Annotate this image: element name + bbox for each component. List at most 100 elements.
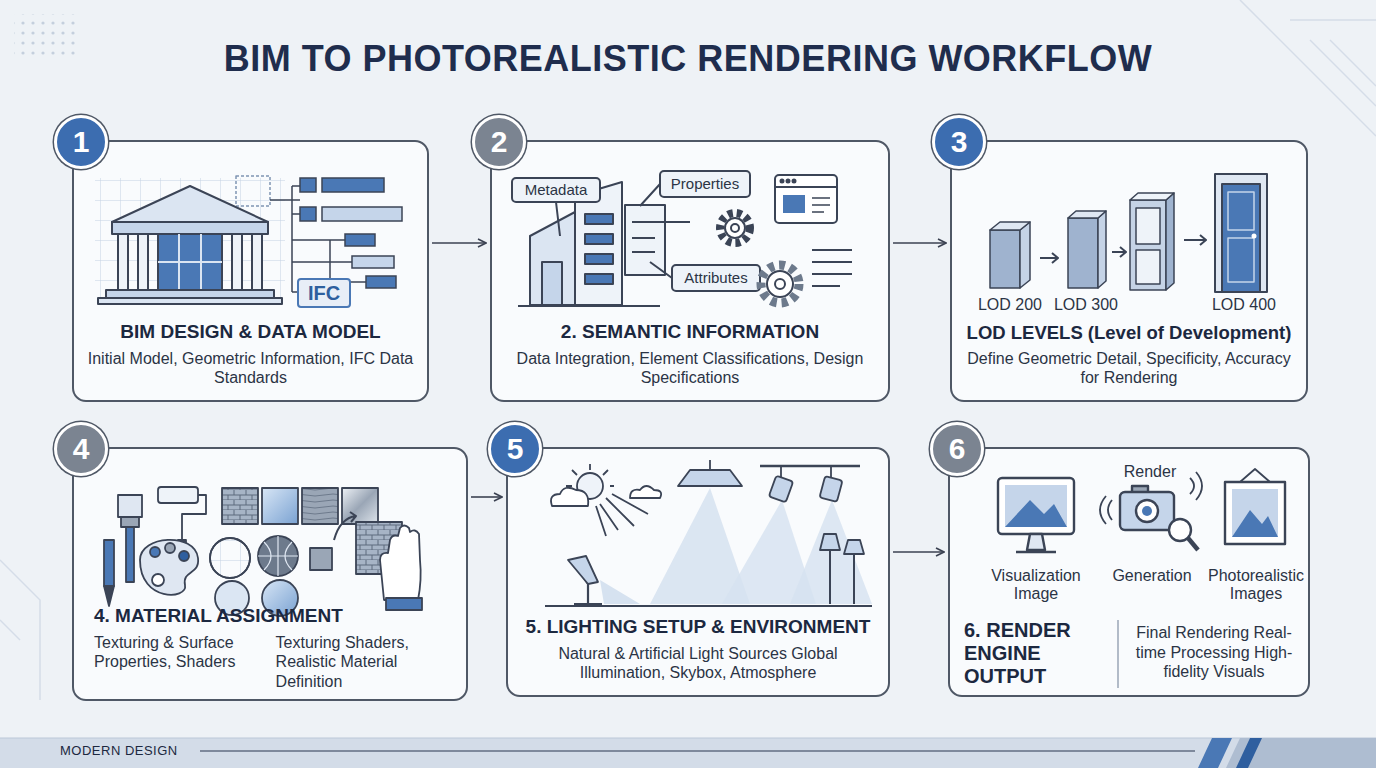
- step-body: Texturing Shaders, Realistic Material De…: [276, 633, 450, 692]
- material-tools-icon: [258, 536, 298, 576]
- bim-building-icon: [112, 186, 268, 222]
- step-number-circle: 6: [930, 422, 984, 476]
- semantic-building-icon: [660, 171, 750, 197]
- diagram-title: BIM TO PHOTOREALISTIC RENDERING WORKFLOW: [224, 38, 1153, 80]
- part-label: Generation: [1104, 567, 1200, 585]
- data-tree-icon: [352, 256, 394, 268]
- render-output-icons: [1117, 620, 1119, 688]
- material-tools-icon: [380, 526, 421, 601]
- bim-building-icon: [158, 234, 222, 290]
- bim-building-icon: [106, 290, 274, 298]
- window-icon: [793, 180, 796, 183]
- step-number: 2: [491, 127, 508, 157]
- semantic-building-icon: [518, 305, 660, 307]
- render-output-icons: [1232, 489, 1278, 537]
- part-label: Photorealistic Images: [1197, 567, 1315, 604]
- lod-blocks: [1040, 235, 1206, 263]
- material-tools-icon: [126, 527, 134, 582]
- render-output-icons: [998, 478, 1074, 534]
- bim-building-icon: [158, 234, 222, 290]
- bim-building-icon: [95, 178, 285, 300]
- lighting-icon: [600, 580, 640, 604]
- material-tools-icon: [152, 574, 164, 586]
- lighting-icon: [678, 470, 742, 486]
- semantic-building-icon: [585, 254, 613, 264]
- step-heading: 4. MATERIAL ASSIGNMENT: [94, 605, 450, 627]
- step-text: LOD LEVELS (Level of Development)Define …: [964, 322, 1294, 388]
- lod-blocks: [1020, 222, 1030, 288]
- gear-icon: [761, 265, 799, 303]
- material-tools-icon: [165, 543, 175, 553]
- gear-icon: [720, 213, 750, 243]
- background-decoration: [1236, 738, 1262, 768]
- gear-icon: [731, 224, 739, 232]
- render-output-icons: [1225, 482, 1285, 544]
- part-label: IFC: [294, 282, 354, 305]
- step-body: Initial Model, Geometric Information, IF…: [86, 349, 415, 388]
- flow-arrow: [432, 242, 486, 244]
- bim-building-icon: [252, 234, 262, 290]
- window-icon: [781, 180, 784, 183]
- window-icon: [812, 250, 852, 286]
- material-tools-icon: [310, 548, 332, 570]
- lod-blocks: [1130, 193, 1174, 200]
- semantic-building-icon: [585, 234, 613, 244]
- lod-blocks: [1136, 250, 1160, 284]
- render-output-icons: [1169, 519, 1191, 541]
- material-tools-icon: [258, 536, 298, 576]
- bim-building-icon: [232, 234, 242, 290]
- render-output-icons: [1005, 485, 1067, 527]
- lighting-icon: [780, 466, 782, 478]
- part-label: Render: [1110, 463, 1190, 481]
- material-tools-icon: [104, 540, 114, 586]
- material-tools-icon: [215, 581, 249, 615]
- lod-blocks: [1136, 208, 1160, 244]
- material-tools-icon: [179, 551, 189, 561]
- step-heading: BIM DESIGN & DATA MODEL: [86, 321, 415, 343]
- material-tools-icon: [262, 488, 298, 524]
- lighting-icon: [769, 476, 793, 503]
- flow-arrow: [471, 496, 502, 498]
- background-decoration: [0, 560, 40, 700]
- step-text: 2. SEMANTIC INFORMATIONData Integration,…: [504, 321, 876, 388]
- part-label: Attributes: [673, 269, 759, 286]
- lighting-icon: [709, 460, 711, 470]
- step-body-wrap: Final Rendering Real-time Processing Hig…: [1126, 623, 1302, 682]
- flow-arrow: [893, 551, 944, 553]
- footer-label: MODERN DESIGN: [60, 744, 360, 759]
- data-tree-icon: [270, 178, 402, 307]
- semantic-building-icon: [542, 262, 562, 305]
- material-tools-icon: [140, 540, 198, 595]
- material-tools-icon: [386, 598, 422, 610]
- background-decoration: [200, 750, 1195, 751]
- lighting-icon: [545, 460, 872, 606]
- window-icon: [775, 175, 837, 223]
- lod-blocks: [1068, 218, 1098, 288]
- step-number: 5: [507, 434, 524, 464]
- lod-blocks: [990, 174, 1267, 292]
- step-text: BIM DESIGN & DATA MODEL Initial Model, Ge…: [86, 321, 415, 388]
- bim-building-icon: [112, 222, 268, 234]
- part-label: LOD 300: [1048, 296, 1124, 314]
- gear-icon: [720, 213, 799, 303]
- step-heading: 5. LIGHTING SETUP & ENVIRONMENT: [520, 616, 876, 638]
- step-text: 5. LIGHTING SETUP & ENVIRONMENTNatural &…: [520, 616, 876, 683]
- background-decoration: [1226, 738, 1376, 768]
- lod-blocks: [1215, 174, 1267, 292]
- lighting-icon: [820, 534, 840, 550]
- bim-building-icon: [138, 234, 148, 290]
- render-output-icons: [1232, 510, 1278, 537]
- window-icon: [775, 186, 837, 188]
- background-decoration: [1198, 738, 1232, 768]
- diagram-title-wrap: BIM TO PHOTOREALISTIC RENDERING WORKFLOW: [40, 38, 1336, 80]
- lod-blocks: [1228, 238, 1254, 282]
- material-tools-icon: [118, 495, 142, 517]
- step-number: 4: [73, 434, 90, 464]
- bim-building-icon: [95, 176, 285, 304]
- lod-blocks: [990, 222, 1030, 230]
- material-tools-icon: [222, 488, 258, 524]
- bim-building-icon: [236, 176, 270, 206]
- gear-icon: [725, 218, 745, 238]
- data-tree-icon: [300, 178, 316, 192]
